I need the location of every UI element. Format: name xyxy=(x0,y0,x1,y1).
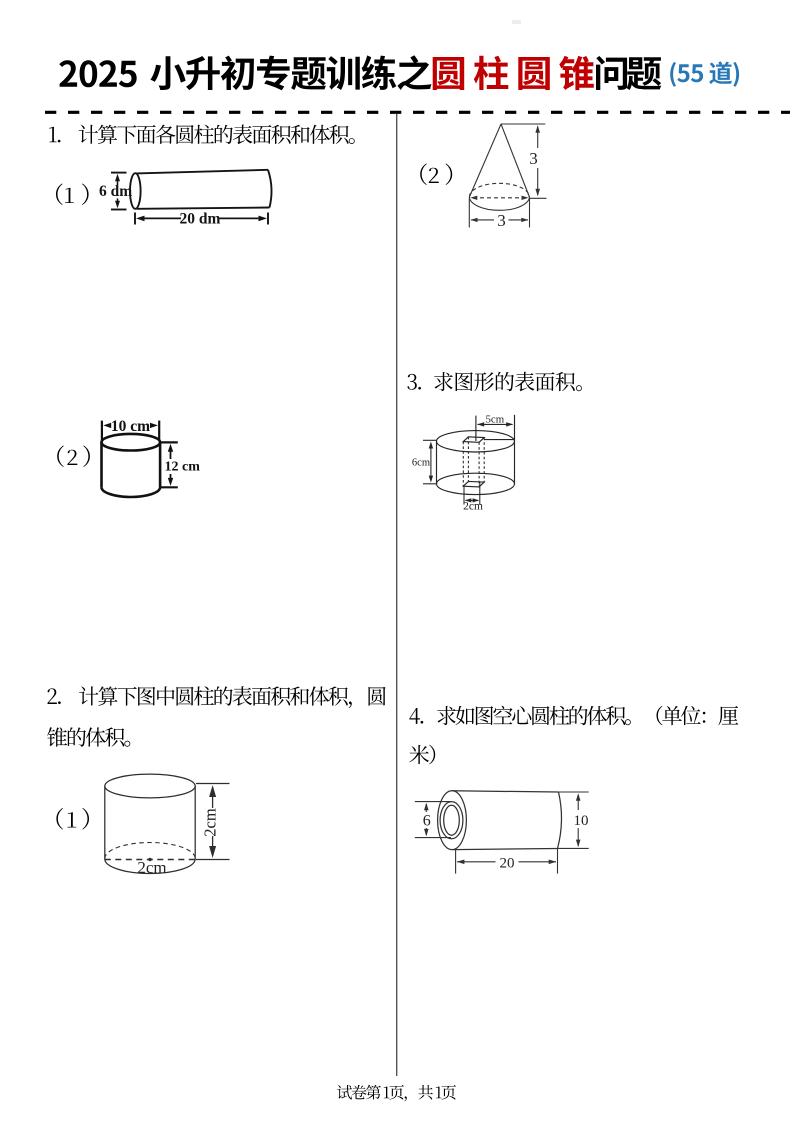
svg-text:5cm: 5cm xyxy=(486,413,505,425)
svg-text:2cm: 2cm xyxy=(137,858,166,877)
svg-text:3: 3 xyxy=(497,211,506,230)
svg-text:10: 10 xyxy=(574,813,589,829)
svg-text:6cm: 6cm xyxy=(412,458,430,469)
svg-text:3: 3 xyxy=(529,149,538,168)
svg-text:10 cm: 10 cm xyxy=(111,418,150,435)
svg-text:2cm: 2cm xyxy=(201,808,220,837)
svg-text:2cm: 2cm xyxy=(463,501,483,513)
svg-text:12 cm: 12 cm xyxy=(165,459,201,474)
svg-text:20: 20 xyxy=(500,856,515,872)
svg-text:6 dm: 6 dm xyxy=(99,183,132,200)
svg-text:6: 6 xyxy=(423,813,431,830)
svg-text:20 dm: 20 dm xyxy=(180,210,221,227)
